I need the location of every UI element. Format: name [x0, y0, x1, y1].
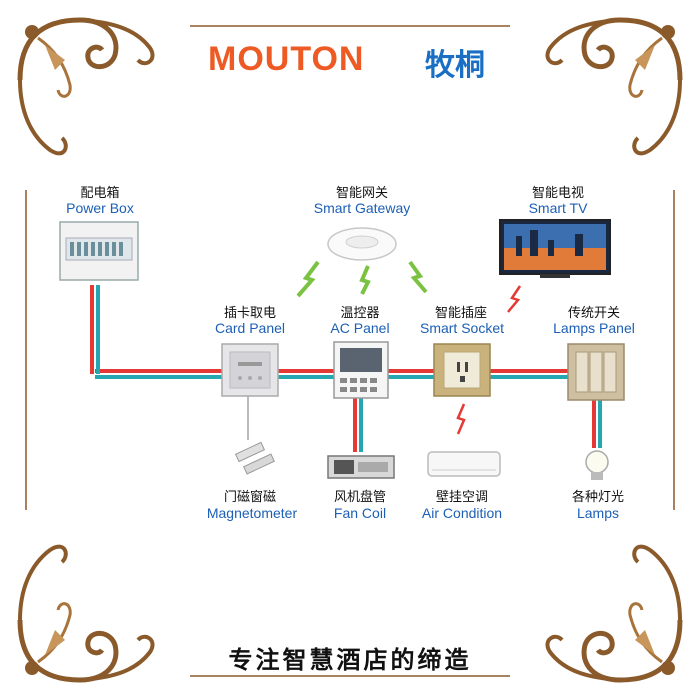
lamps-panel-label-en: Lamps Panel [553, 320, 635, 336]
slogan: 专注智慧酒店的缔造 [228, 645, 472, 674]
ac-panel-label-en: AC Panel [330, 320, 390, 336]
wireless-signal-gateway-socket [408, 260, 428, 294]
smart-gateway-label-en: Smart Gateway [313, 200, 411, 216]
smart-gateway-device [327, 227, 397, 261]
power-box-label-cn: 配电箱 [80, 186, 120, 201]
smart-tv-label-en: Smart TV [528, 200, 588, 216]
card-panel-device [221, 343, 279, 397]
brand-logo-en: MOUTON [208, 40, 365, 78]
smart-tv-label-cn: 智能电视 [531, 186, 584, 201]
power-box-label-en: Power Box [66, 200, 134, 216]
ac-panel-label-cn: 温控器 [340, 306, 380, 321]
card-panel-label-en: Card Panel [214, 320, 286, 336]
lamps-label-en: Lamps [576, 505, 620, 521]
air-condition-label-cn: 壁挂空调 [435, 490, 488, 505]
fan-coil-device [327, 455, 395, 479]
wireless-signal-tv [507, 285, 522, 313]
lamp-bulb-device [585, 450, 609, 480]
ac-panel-device [333, 341, 389, 399]
power-box-device [59, 221, 139, 281]
magnetometer-device [234, 441, 275, 475]
smart-socket-device [433, 343, 491, 397]
wireless-signal-aircon [456, 403, 466, 435]
brand-logo-cn: 牧桐 [425, 48, 485, 83]
lamps-panel-device [567, 343, 625, 401]
fan-coil-label-en: Fan Coil [333, 505, 387, 521]
smart-tv-device [499, 219, 611, 278]
fan-coil-wire [353, 398, 363, 452]
smart-socket-label-en: Smart Socket [419, 320, 505, 336]
wireless-signal-gateway-ac [359, 265, 371, 295]
card-panel-label-cn: 插卡取电 [223, 306, 276, 321]
smart-socket-label-cn: 智能插座 [434, 306, 487, 321]
air-condition-device [427, 451, 501, 477]
power-box-wire [90, 285, 100, 374]
lamps-panel-label-cn: 传统开关 [567, 306, 620, 321]
air-condition-label-en: Air Condition [421, 505, 503, 521]
magnetometer-label-cn: 门磁窗磁 [223, 490, 276, 505]
magnetometer-label-en: Magnetometer [206, 505, 298, 521]
lamps-label-cn: 各种灯光 [571, 490, 624, 505]
wireless-signal-gateway-card [296, 260, 320, 298]
fan-coil-label-cn: 风机盘管 [333, 490, 386, 505]
smart-gateway-label-cn: 智能网关 [335, 186, 388, 201]
lamps-wire [592, 400, 602, 448]
